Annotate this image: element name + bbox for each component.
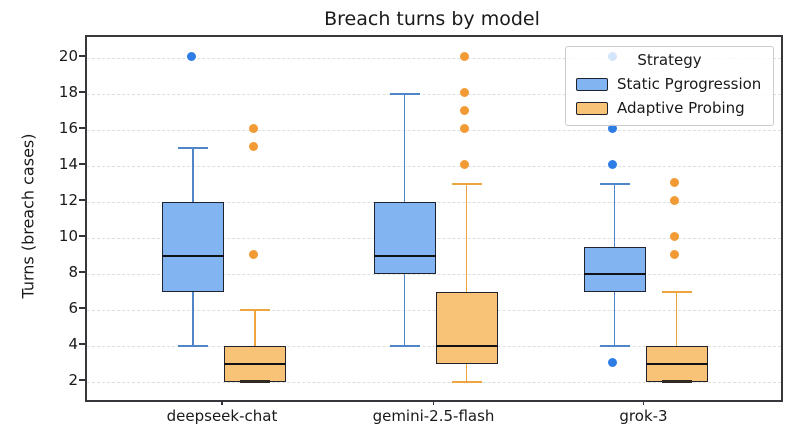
legend-patch-static [576, 77, 608, 91]
cap-upper-adaptive-probing-gemini-2-5-flash [451, 183, 482, 185]
cap-upper-adaptive-probing-grok-3 [661, 291, 692, 293]
x-tick-mark-deepseek-chat [221, 400, 223, 405]
legend-entry-label: Static Pgrogression [617, 75, 762, 93]
cap-lower-adaptive-probing-deepseek-chat [240, 379, 270, 383]
cap-lower-adaptive-probing-grok-3 [661, 379, 692, 383]
x-tick-label-gemini-2-5-flash: gemini-2.5-flash [372, 407, 495, 425]
outlier-dot-adaptive-probing-grok-3-10 [670, 231, 679, 241]
whisker-upper-adaptive-probing-gemini-2-5-flash [465, 184, 468, 292]
cap-lower-static-pgrogression-gemini-2-5-flash [389, 345, 420, 347]
y-tick-mark-12 [79, 199, 85, 201]
cap-lower-static-pgrogression-grok-3 [599, 345, 630, 347]
box-adaptive-probing-gemini-2-5-flash [435, 292, 498, 364]
whisker-lower-static-pgrogression-grok-3 [613, 292, 616, 346]
y-tick-label-18: 18 [58, 83, 78, 101]
y-tick-label-20: 20 [58, 47, 78, 65]
cap-upper-static-pgrogression-grok-3 [599, 183, 630, 185]
median-adaptive-probing-gemini-2-5-flash [435, 344, 498, 348]
cap-lower-adaptive-probing-gemini-2-5-flash [451, 381, 482, 383]
cap-upper-static-pgrogression-deepseek-chat [178, 147, 208, 149]
gridline-y-6 [87, 310, 781, 311]
outlier-dot-adaptive-probing-gemini-2-5-flash-17 [460, 105, 469, 115]
y-tick-mark-8 [79, 271, 85, 273]
median-adaptive-probing-deepseek-chat [224, 362, 286, 366]
outlier-dot-static-pgrogression-grok-3-16 [608, 123, 617, 133]
y-tick-mark-4 [79, 343, 85, 345]
whisker-upper-adaptive-probing-deepseek-chat [254, 310, 256, 346]
y-tick-mark-6 [79, 307, 85, 309]
y-tick-mark-2 [79, 379, 85, 381]
x-tick-mark-grok-3 [642, 400, 645, 405]
legend-title: Strategy [637, 51, 702, 69]
y-tick-label-12: 12 [58, 191, 78, 209]
y-tick-label-8: 8 [68, 263, 78, 281]
y-tick-mark-14 [79, 163, 85, 165]
y-tick-mark-16 [79, 127, 85, 129]
cap-upper-static-pgrogression-gemini-2-5-flash [389, 93, 420, 95]
outlier-dot-adaptive-probing-grok-3-13 [670, 177, 679, 187]
legend-patch-adaptive [576, 101, 608, 115]
outlier-dot-adaptive-probing-deepseek-chat-16 [248, 123, 258, 133]
whisker-upper-static-pgrogression-deepseek-chat [192, 148, 194, 202]
x-tick-mark-gemini-2-5-flash [432, 400, 435, 405]
cap-upper-adaptive-probing-deepseek-chat [240, 309, 270, 311]
gridline-y-20 [87, 58, 781, 59]
box-static-pgrogression-deepseek-chat [162, 202, 224, 292]
outlier-dot-static-pgrogression-grok-3-14 [608, 159, 617, 169]
outlier-dot-adaptive-probing-gemini-2-5-flash-16 [460, 123, 469, 133]
y-tick-mark-18 [79, 91, 85, 93]
gridline-y-14 [87, 166, 781, 167]
y-tick-mark-20 [79, 55, 85, 57]
outlier-dot-adaptive-probing-gemini-2-5-flash-20 [460, 51, 469, 61]
outlier-dot-adaptive-probing-grok-3-12 [670, 195, 679, 205]
legend-entry-label: Adaptive Probing [617, 99, 745, 117]
gridline-y-16 [87, 130, 781, 131]
y-tick-label-6: 6 [68, 299, 78, 317]
outlier-dot-adaptive-probing-deepseek-chat-9 [248, 249, 258, 259]
whisker-upper-adaptive-probing-grok-3 [675, 292, 678, 346]
whisker-lower-static-pgrogression-gemini-2-5-flash [403, 274, 406, 346]
gridline-y-4 [87, 346, 781, 347]
outlier-dot-adaptive-probing-gemini-2-5-flash-14 [460, 159, 469, 169]
median-adaptive-probing-grok-3 [645, 362, 708, 366]
outlier-dot-static-pgrogression-deepseek-chat-20 [186, 51, 196, 61]
legend-entry-static-pgrogression: Static Pgrogression [566, 72, 773, 96]
y-tick-mark-10 [79, 235, 85, 237]
y-tick-label-14: 14 [58, 155, 78, 173]
y-tick-label-4: 4 [68, 335, 78, 353]
whisker-lower-adaptive-probing-gemini-2-5-flash [465, 364, 468, 382]
y-tick-label-10: 10 [58, 227, 78, 245]
outlier-dot-static-pgrogression-grok-3-3 [608, 357, 617, 367]
y-tick-label-2: 2 [68, 371, 78, 389]
median-static-pgrogression-gemini-2-5-flash [373, 254, 436, 258]
legend-entry-adaptive-probing: Adaptive Probing [566, 96, 773, 120]
x-tick-label-deepseek-chat: deepseek-chat [166, 407, 278, 425]
whisker-upper-static-pgrogression-gemini-2-5-flash [403, 94, 406, 202]
y-tick-label-16: 16 [58, 119, 78, 137]
box-static-pgrogression-grok-3 [583, 247, 646, 292]
box-static-pgrogression-gemini-2-5-flash [373, 202, 436, 274]
median-static-pgrogression-grok-3 [583, 272, 646, 276]
median-static-pgrogression-deepseek-chat [162, 254, 224, 258]
outlier-dot-adaptive-probing-grok-3-9 [670, 249, 679, 259]
outlier-dot-adaptive-probing-gemini-2-5-flash-18 [460, 87, 469, 97]
gridline-y-8 [87, 274, 781, 275]
chart-title: Breach turns by model [324, 8, 540, 30]
gridline-y-2 [87, 382, 781, 383]
gridline-y-18 [87, 94, 781, 95]
cap-lower-static-pgrogression-deepseek-chat [178, 345, 208, 347]
whisker-upper-static-pgrogression-grok-3 [613, 184, 616, 247]
x-tick-label-grok-3: grok-3 [619, 407, 668, 425]
outlier-dot-adaptive-probing-deepseek-chat-15 [248, 141, 258, 151]
whisker-lower-static-pgrogression-deepseek-chat [192, 292, 194, 346]
